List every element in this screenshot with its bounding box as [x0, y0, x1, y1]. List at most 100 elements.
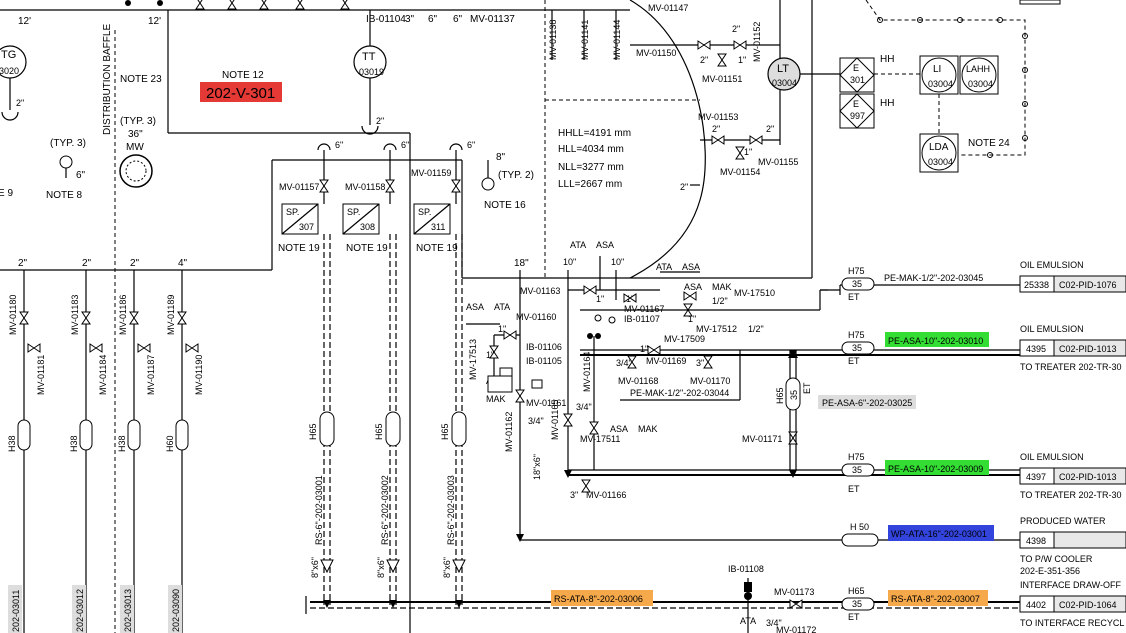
line-specs: PE-MAK-1/2"-202-03045 PE-ASA-10"-202-030…: [551, 273, 994, 606]
svg-text:997: 997: [850, 111, 865, 121]
svg-text:SP.: SP.: [286, 207, 299, 217]
line-spec-03010[interactable]: PE-ASA-10"-202-03010: [888, 336, 983, 346]
tag-mv-01161[interactable]: MV-01161: [526, 398, 566, 408]
tag-mv-01152[interactable]: MV-01152: [752, 22, 762, 62]
instrument-lda[interactable]: LDA 03004: [919, 133, 959, 173]
svg-text:H38: H38: [69, 435, 79, 452]
vessel-tag[interactable]: NOTE 12 202-V-301: [200, 70, 282, 102]
line-spec-03025[interactable]: PE-ASA-6"-202-03025: [822, 398, 912, 408]
line-spec-03001[interactable]: WP-ATA-16"-202-03001: [891, 529, 987, 539]
instrument-li[interactable]: LI 03004: [919, 55, 959, 95]
svg-text:ASA: ASA: [610, 424, 628, 434]
svg-text:ET: ET: [848, 612, 860, 622]
instrument-lahh[interactable]: LAHH 03004: [959, 55, 999, 95]
svg-text:TG: TG: [1, 49, 16, 61]
tag-mv-17513[interactable]: MV-17513: [468, 339, 478, 380]
instrument-tg[interactable]: TG 3020 2": [0, 45, 27, 121]
tag-mv-01154[interactable]: MV-01154: [720, 167, 760, 177]
svg-text:1/2": 1/2": [712, 296, 728, 306]
svg-text:MV-01183: MV-01183: [70, 295, 80, 335]
svg-text:3/4": 3/4": [616, 358, 632, 368]
tag-ib-01105[interactable]: IB-01105: [526, 356, 562, 366]
tag-mv-01137[interactable]: MV-01137: [470, 14, 515, 25]
tag-mv-01167[interactable]: MV-01167: [624, 304, 664, 314]
tag-mv-01138[interactable]: MV-01138: [548, 20, 558, 60]
instrument-lt[interactable]: LT 03004: [767, 57, 801, 91]
svg-text:ASA: ASA: [682, 262, 700, 272]
tag-ib-01107[interactable]: IB-01107: [624, 314, 660, 324]
tag-mv-17509[interactable]: MV-17509: [664, 334, 705, 344]
svg-text:MV-01158: MV-01158: [345, 182, 385, 192]
sample-point-311[interactable]: 6" MV-01159 SP. 311 NOTE 19: [411, 140, 475, 254]
svg-text:LAHH: LAHH: [966, 64, 990, 74]
svg-text:H38: H38: [117, 435, 127, 452]
svg-text:(TYP. 3): (TYP. 3): [50, 138, 86, 149]
instrument-tt[interactable]: TT 03019 2": [353, 10, 387, 135]
line-spec-03006[interactable]: RS-ATA-8"-202-03006: [554, 594, 643, 604]
tag-mv-01163[interactable]: MV-01163: [520, 286, 560, 296]
connector-interface-drawoff[interactable]: INTERFACE DRAW-OFF 4402 C02-PID-1064 TO …: [1019, 580, 1126, 628]
connector-oil-emulsion-1[interactable]: OIL EMULSION 25338 C02-PID-1076: [1019, 260, 1126, 293]
svg-text:LI: LI: [933, 64, 941, 75]
tag-mv-01168[interactable]: MV-01168: [618, 376, 658, 386]
manway[interactable]: (TYP. 3) 36" MW: [119, 116, 156, 188]
svg-text:LT: LT: [777, 63, 789, 75]
tag-mv-01153[interactable]: MV-01153: [698, 112, 738, 122]
svg-text:OIL EMULSION: OIL EMULSION: [1020, 260, 1084, 270]
tag-mv-01169[interactable]: MV-01169: [646, 356, 686, 366]
connector-oil-emulsion-2[interactable]: OIL EMULSION 4395 C02-PID-1013 TO TREATE…: [1019, 324, 1126, 372]
tag-mv-01162[interactable]: MV-01162: [504, 412, 514, 452]
svg-text:H75: H75: [848, 330, 865, 340]
line-spec-03007[interactable]: RS-ATA-8"-202-03007: [891, 594, 980, 604]
svg-text:ET: ET: [802, 382, 812, 394]
svg-text:H75: H75: [848, 266, 865, 276]
connector-oil-emulsion-3[interactable]: OIL EMULSION 4397 C02-PID-1013 TO TREATE…: [1019, 452, 1126, 500]
tag-ib-01104[interactable]: IB-01104: [366, 14, 406, 25]
tag-mv-17512[interactable]: MV-17512: [696, 324, 737, 334]
svg-text:35: 35: [852, 279, 862, 289]
svg-text:ATA: ATA: [570, 240, 586, 250]
manway-label: MW: [126, 142, 144, 153]
tag-mv-01151[interactable]: MV-01151: [702, 74, 742, 84]
tag-mv-01160[interactable]: MV-01160: [516, 312, 556, 322]
hh-box-997[interactable]: E 997 HH: [839, 93, 894, 129]
tag-ib-01108[interactable]: IB-01108: [728, 564, 764, 574]
tag-mv-01170[interactable]: MV-01170: [690, 376, 730, 386]
svg-text:307: 307: [299, 222, 314, 232]
svg-text:6": 6": [401, 140, 409, 150]
tag-mv-01155[interactable]: MV-01155: [758, 157, 798, 167]
tag-mv-17510[interactable]: MV-17510: [734, 288, 775, 298]
tag-mv-01147[interactable]: MV-01147: [648, 3, 688, 13]
tag-mv-01171[interactable]: MV-01171: [742, 434, 782, 444]
tag-mv-01165[interactable]: MV-01165: [550, 400, 560, 440]
svg-text:03004: 03004: [928, 157, 953, 167]
connector-produced-water[interactable]: PRODUCED WATER 4398 TO P/W COOLER 202-E-…: [1019, 516, 1126, 576]
tag-ib-01106[interactable]: IB-01106: [526, 342, 562, 352]
hh-box-301[interactable]: E 301 HH: [839, 54, 894, 93]
bottom-left-tags: 202-03011 202-03012 202-03013 202-03090: [8, 585, 182, 633]
svg-text:NOTE 19: NOTE 19: [278, 243, 320, 254]
svg-text:TO INTERFACE RECYCL: TO INTERFACE RECYCL: [1020, 618, 1124, 628]
tag-mv-01164[interactable]: MV-01164: [582, 352, 592, 392]
svg-text:1/2": 1/2": [748, 324, 764, 334]
tag-mv-01144[interactable]: MV-01144: [612, 20, 622, 60]
tag-mv-01173[interactable]: MV-01173: [774, 587, 814, 597]
svg-text:2": 2": [376, 116, 384, 126]
sample-point-308[interactable]: 6" MV-01158 SP. 308 NOTE 19: [342, 140, 409, 254]
line-spec-03009[interactable]: PE-ASA-10"-202-03009: [888, 464, 983, 474]
line-spec-03044[interactable]: PE-MAK-1/2"-202-03044: [630, 388, 729, 398]
tag-mv-01141[interactable]: MV-01141: [580, 20, 590, 60]
svg-text:03004: 03004: [772, 78, 797, 88]
line-spec-03045[interactable]: PE-MAK-1/2"-202-03045: [884, 273, 983, 283]
svg-text:MV-01189: MV-01189: [166, 295, 176, 335]
sample-point-307[interactable]: 6" MV-01157 SP. 307 NOTE 19: [278, 140, 343, 254]
tag-mv-01172[interactable]: MV-01172: [776, 625, 816, 633]
tag-mv-01150[interactable]: MV-01150: [636, 48, 676, 58]
tag-mv-17511[interactable]: MV-17511: [580, 434, 620, 444]
svg-text:H65: H65: [775, 387, 785, 404]
svg-text:2": 2": [18, 258, 28, 269]
level-lll: LLL=2667 mm: [558, 179, 622, 190]
tag-mv-01166[interactable]: MV-01166: [586, 490, 626, 500]
svg-text:1": 1": [688, 314, 696, 324]
